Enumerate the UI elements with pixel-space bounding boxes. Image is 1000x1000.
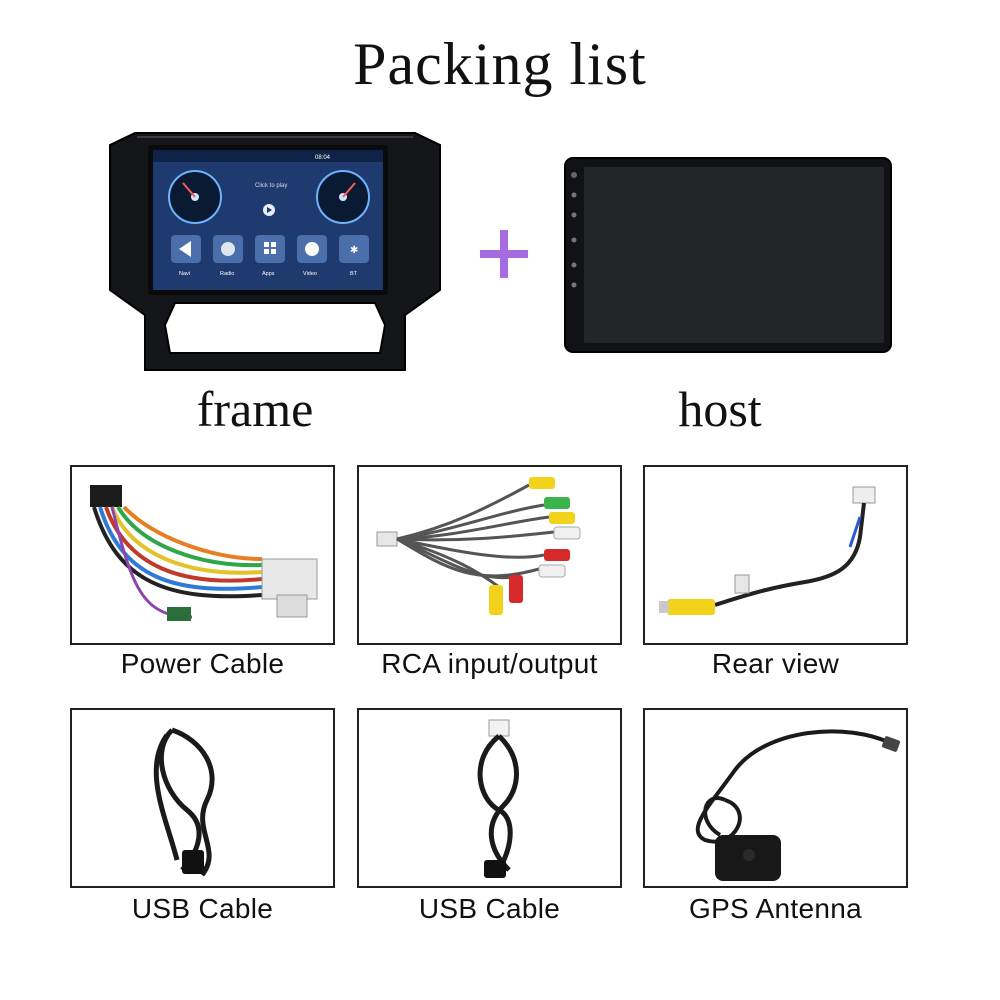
usb-cable-1-label: USB Cable	[131, 893, 274, 924]
frame-label: frame	[196, 381, 314, 437]
app-label-video: Video	[303, 271, 317, 277]
svg-text:✱: ✱	[350, 245, 358, 256]
host-unit-image	[562, 155, 894, 355]
frame-unit-image: 08:04 Click to play ✱ Navi Radio Apps Vi…	[105, 125, 445, 380]
rca-cable-image	[357, 465, 622, 645]
gps-antenna-label: GPS Antenna	[689, 893, 862, 924]
rca-cable-label: RCA input/output	[381, 648, 598, 679]
rear-view-label: Rear view	[711, 648, 840, 679]
page-title: Packing list	[353, 31, 647, 97]
app-label-apps: Apps	[262, 271, 275, 277]
player-text: Click to play	[255, 183, 287, 189]
usb-cable-1-image	[70, 708, 335, 888]
usb-cable-2-image	[357, 708, 622, 888]
app-label-navi: Navi	[179, 271, 190, 277]
app-label-radio: Radio	[220, 271, 234, 277]
host-label: host	[678, 381, 762, 437]
usb-cable-2-label: USB Cable	[418, 893, 561, 924]
app-label-bt: BT	[350, 271, 358, 277]
status-clock: 08:04	[315, 155, 331, 161]
power-cable-label: Power Cable	[120, 648, 285, 679]
rear-view-cable-image	[643, 465, 908, 645]
power-cable-image	[70, 465, 335, 645]
gps-antenna-image	[643, 708, 908, 888]
plus-icon	[478, 228, 530, 280]
